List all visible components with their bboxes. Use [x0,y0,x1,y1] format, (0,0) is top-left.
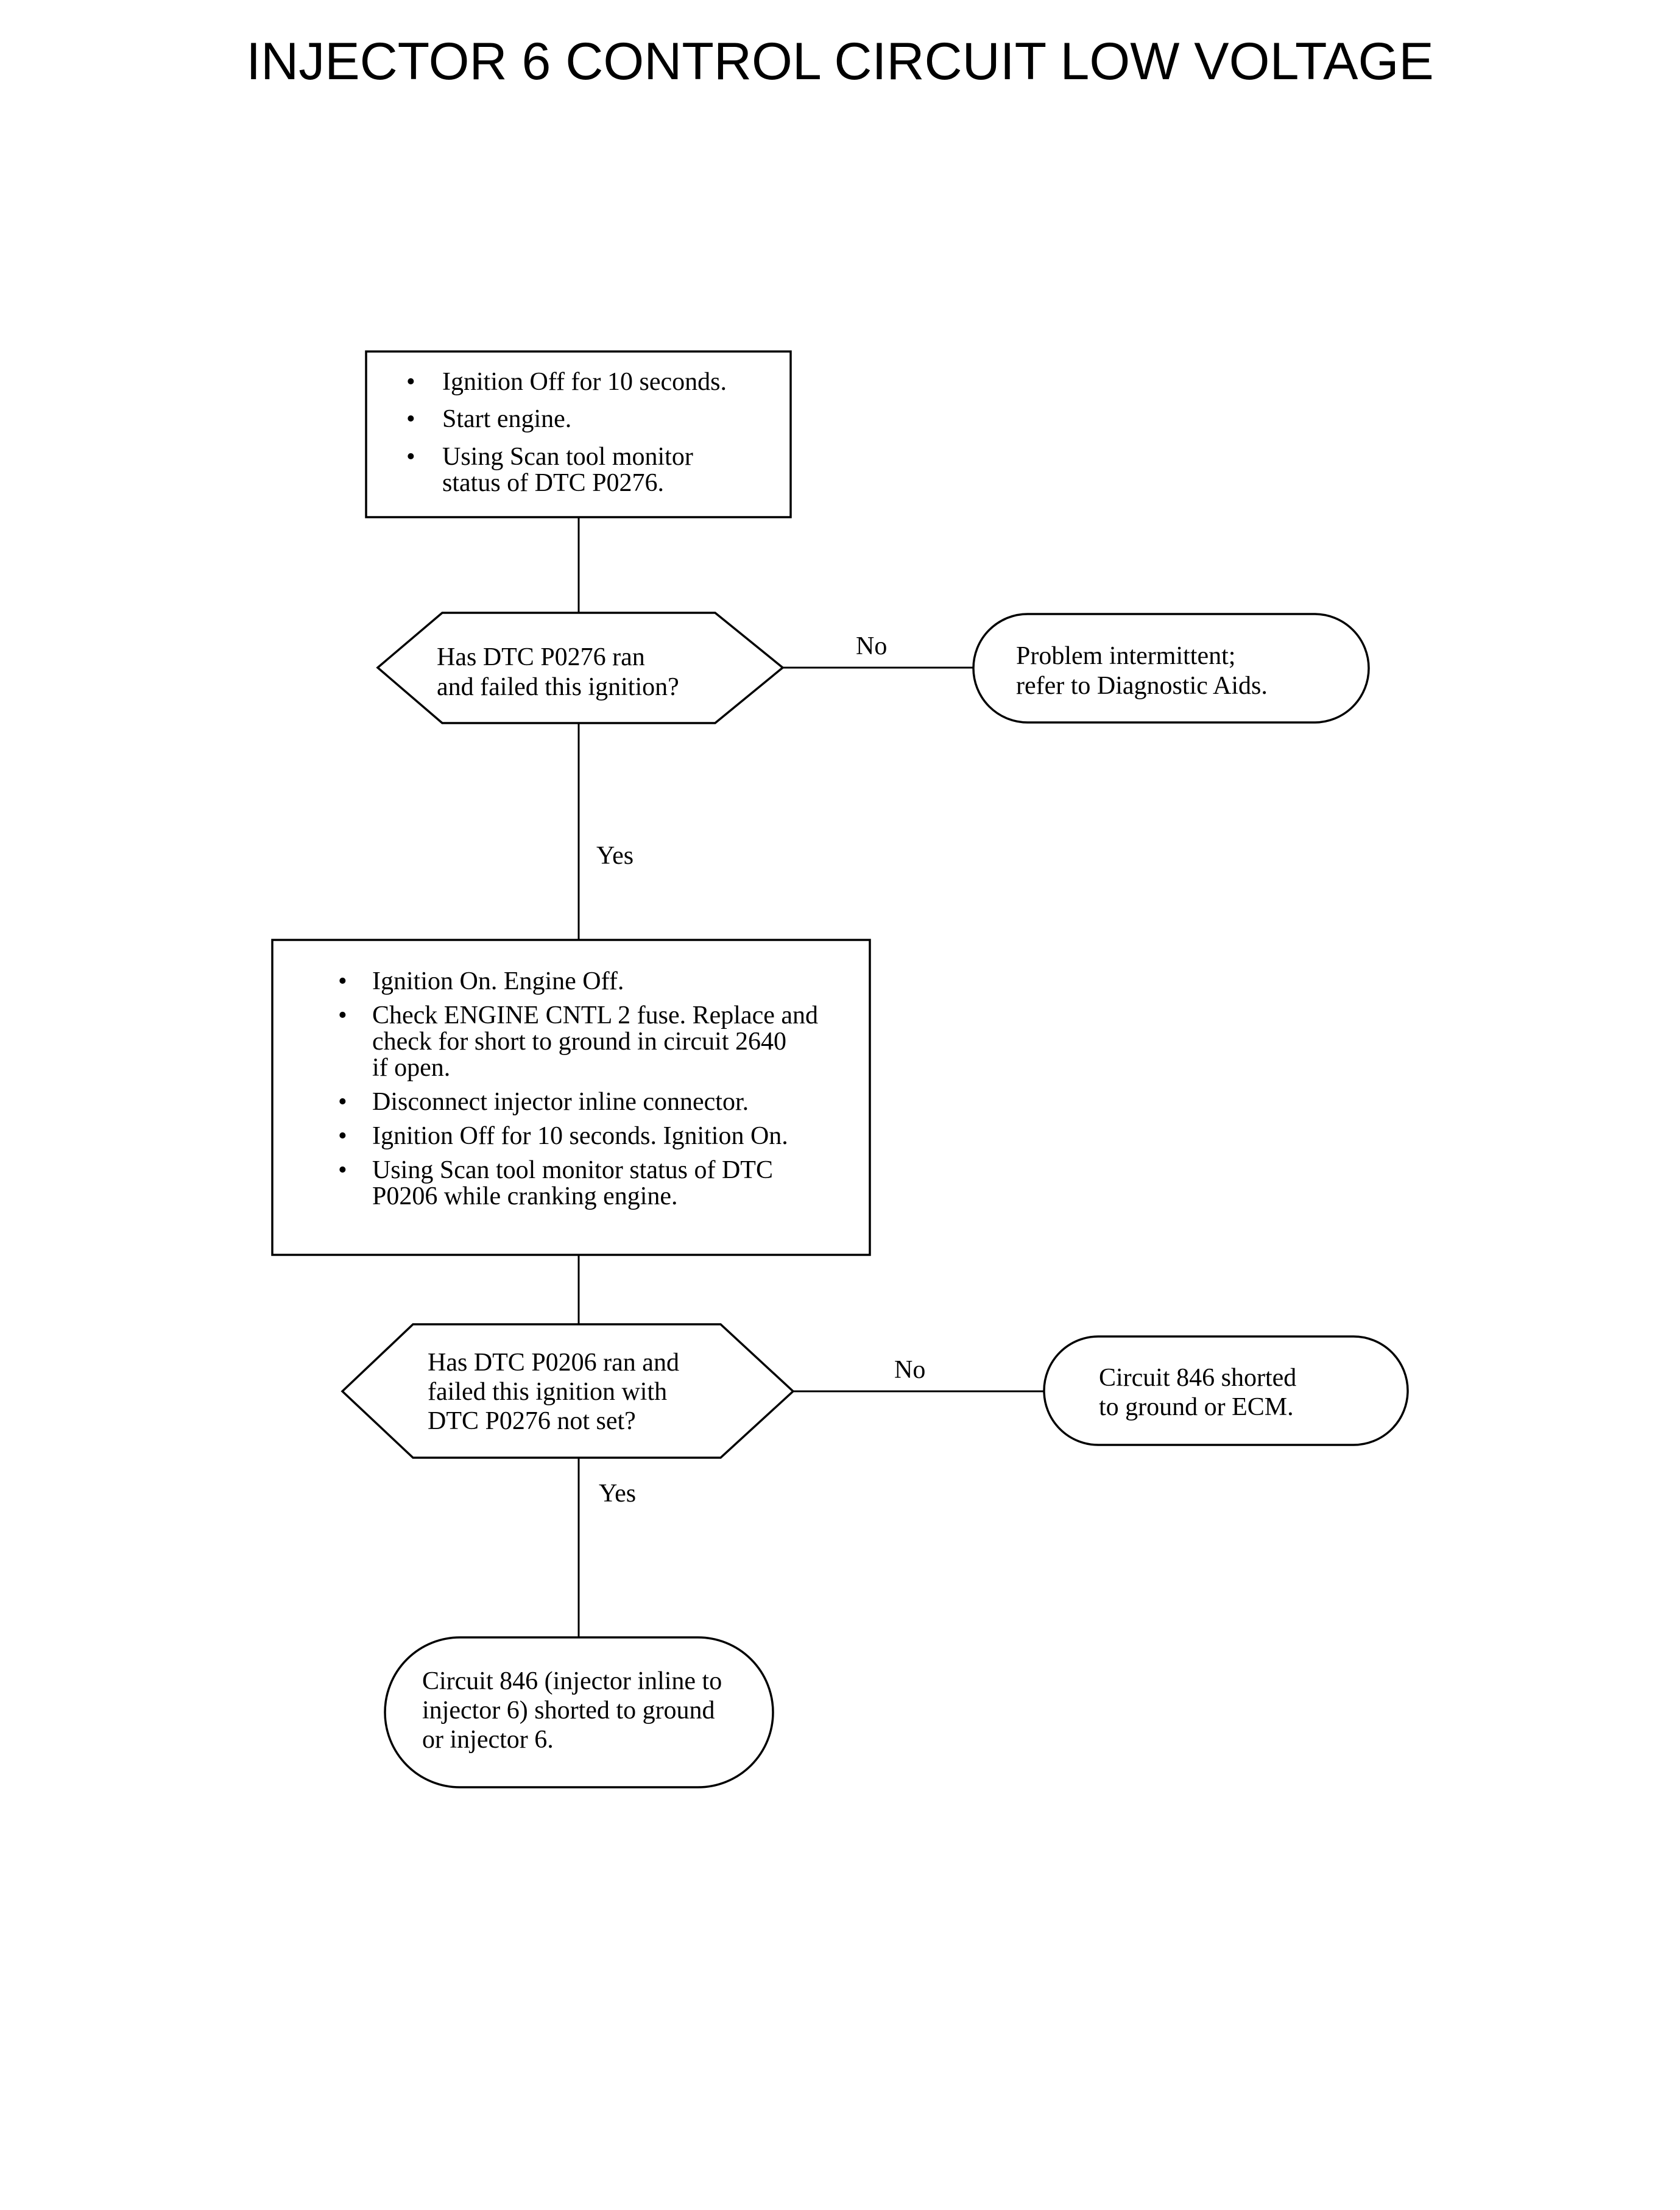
decision2-yes-label: Yes [599,1480,636,1508]
decision1-no-label: No [856,632,887,660]
bullet-icon: • [338,1156,347,1184]
result3-line-3: or injector 6. [422,1726,554,1754]
decision2-no-label: No [894,1356,925,1384]
bullet-icon: • [406,368,415,396]
step2-line-3: check for short to ground in circuit 264… [372,1028,786,1056]
decision2-line-1: Has DTC P0206 ran and [428,1349,679,1377]
bullet-icon: • [338,1001,347,1029]
decision1-hexagon [376,612,785,724]
step2-line-4: if open. [372,1054,450,1082]
bullet-icon: • [338,1122,347,1150]
step2-box [271,939,871,1256]
bullet-icon: • [406,405,415,433]
decision2-line-2: failed this ignition with [428,1378,667,1406]
step1-line-2: Start engine. [442,405,571,433]
page-title: INJECTOR 6 CONTROL CIRCUIT LOW VOLTAGE [246,32,1434,91]
decision1-line-2: and failed this ignition? [437,673,679,701]
step2-line-8: P0206 while cranking engine. [372,1182,678,1210]
decision2-line-3: DTC P0276 not set? [428,1407,636,1435]
step1-bullets: • Ignition Off for 10 seconds. • Start e… [406,368,727,497]
result3-line-1: Circuit 846 (injector inline to [422,1667,722,1695]
result2-line-2: to ground or ECM. [1099,1393,1294,1421]
decision2-hexagon [341,1323,795,1459]
step1-box [365,350,792,518]
step1-line-1: Ignition Off for 10 seconds. [442,368,727,396]
result2-terminal [1043,1335,1409,1446]
step2-line-1: Ignition On. Engine Off. [372,967,624,995]
step2-line-2: Check ENGINE CNTL 2 fuse. Replace and [372,1001,818,1029]
result1-line-1: Problem intermittent; [1016,642,1235,670]
bullet-icon: • [338,967,347,995]
step2-bullets: • Ignition On. Engine Off. • Check ENGIN… [338,967,818,1210]
decision1-yes-label: Yes [596,842,634,870]
step1-line-4: status of DTC P0276. [442,469,664,497]
decision1-line-1: Has DTC P0276 ran [437,643,645,671]
result3-line-2: injector 6) shorted to ground [422,1696,715,1725]
result1-terminal [972,613,1370,724]
step2-line-6: Ignition Off for 10 seconds. Ignition On… [372,1122,788,1150]
step1-line-3: Using Scan tool monitor [442,443,693,471]
step2-line-5: Disconnect injector inline connector. [372,1088,749,1116]
bullet-icon: • [338,1088,347,1116]
bullet-icon: • [406,443,415,471]
result2-line-1: Circuit 846 shorted [1099,1364,1296,1392]
result1-line-2: refer to Diagnostic Aids. [1016,672,1268,700]
step2-line-7: Using Scan tool monitor status of DTC [372,1156,773,1184]
result3-terminal [384,1636,774,1788]
